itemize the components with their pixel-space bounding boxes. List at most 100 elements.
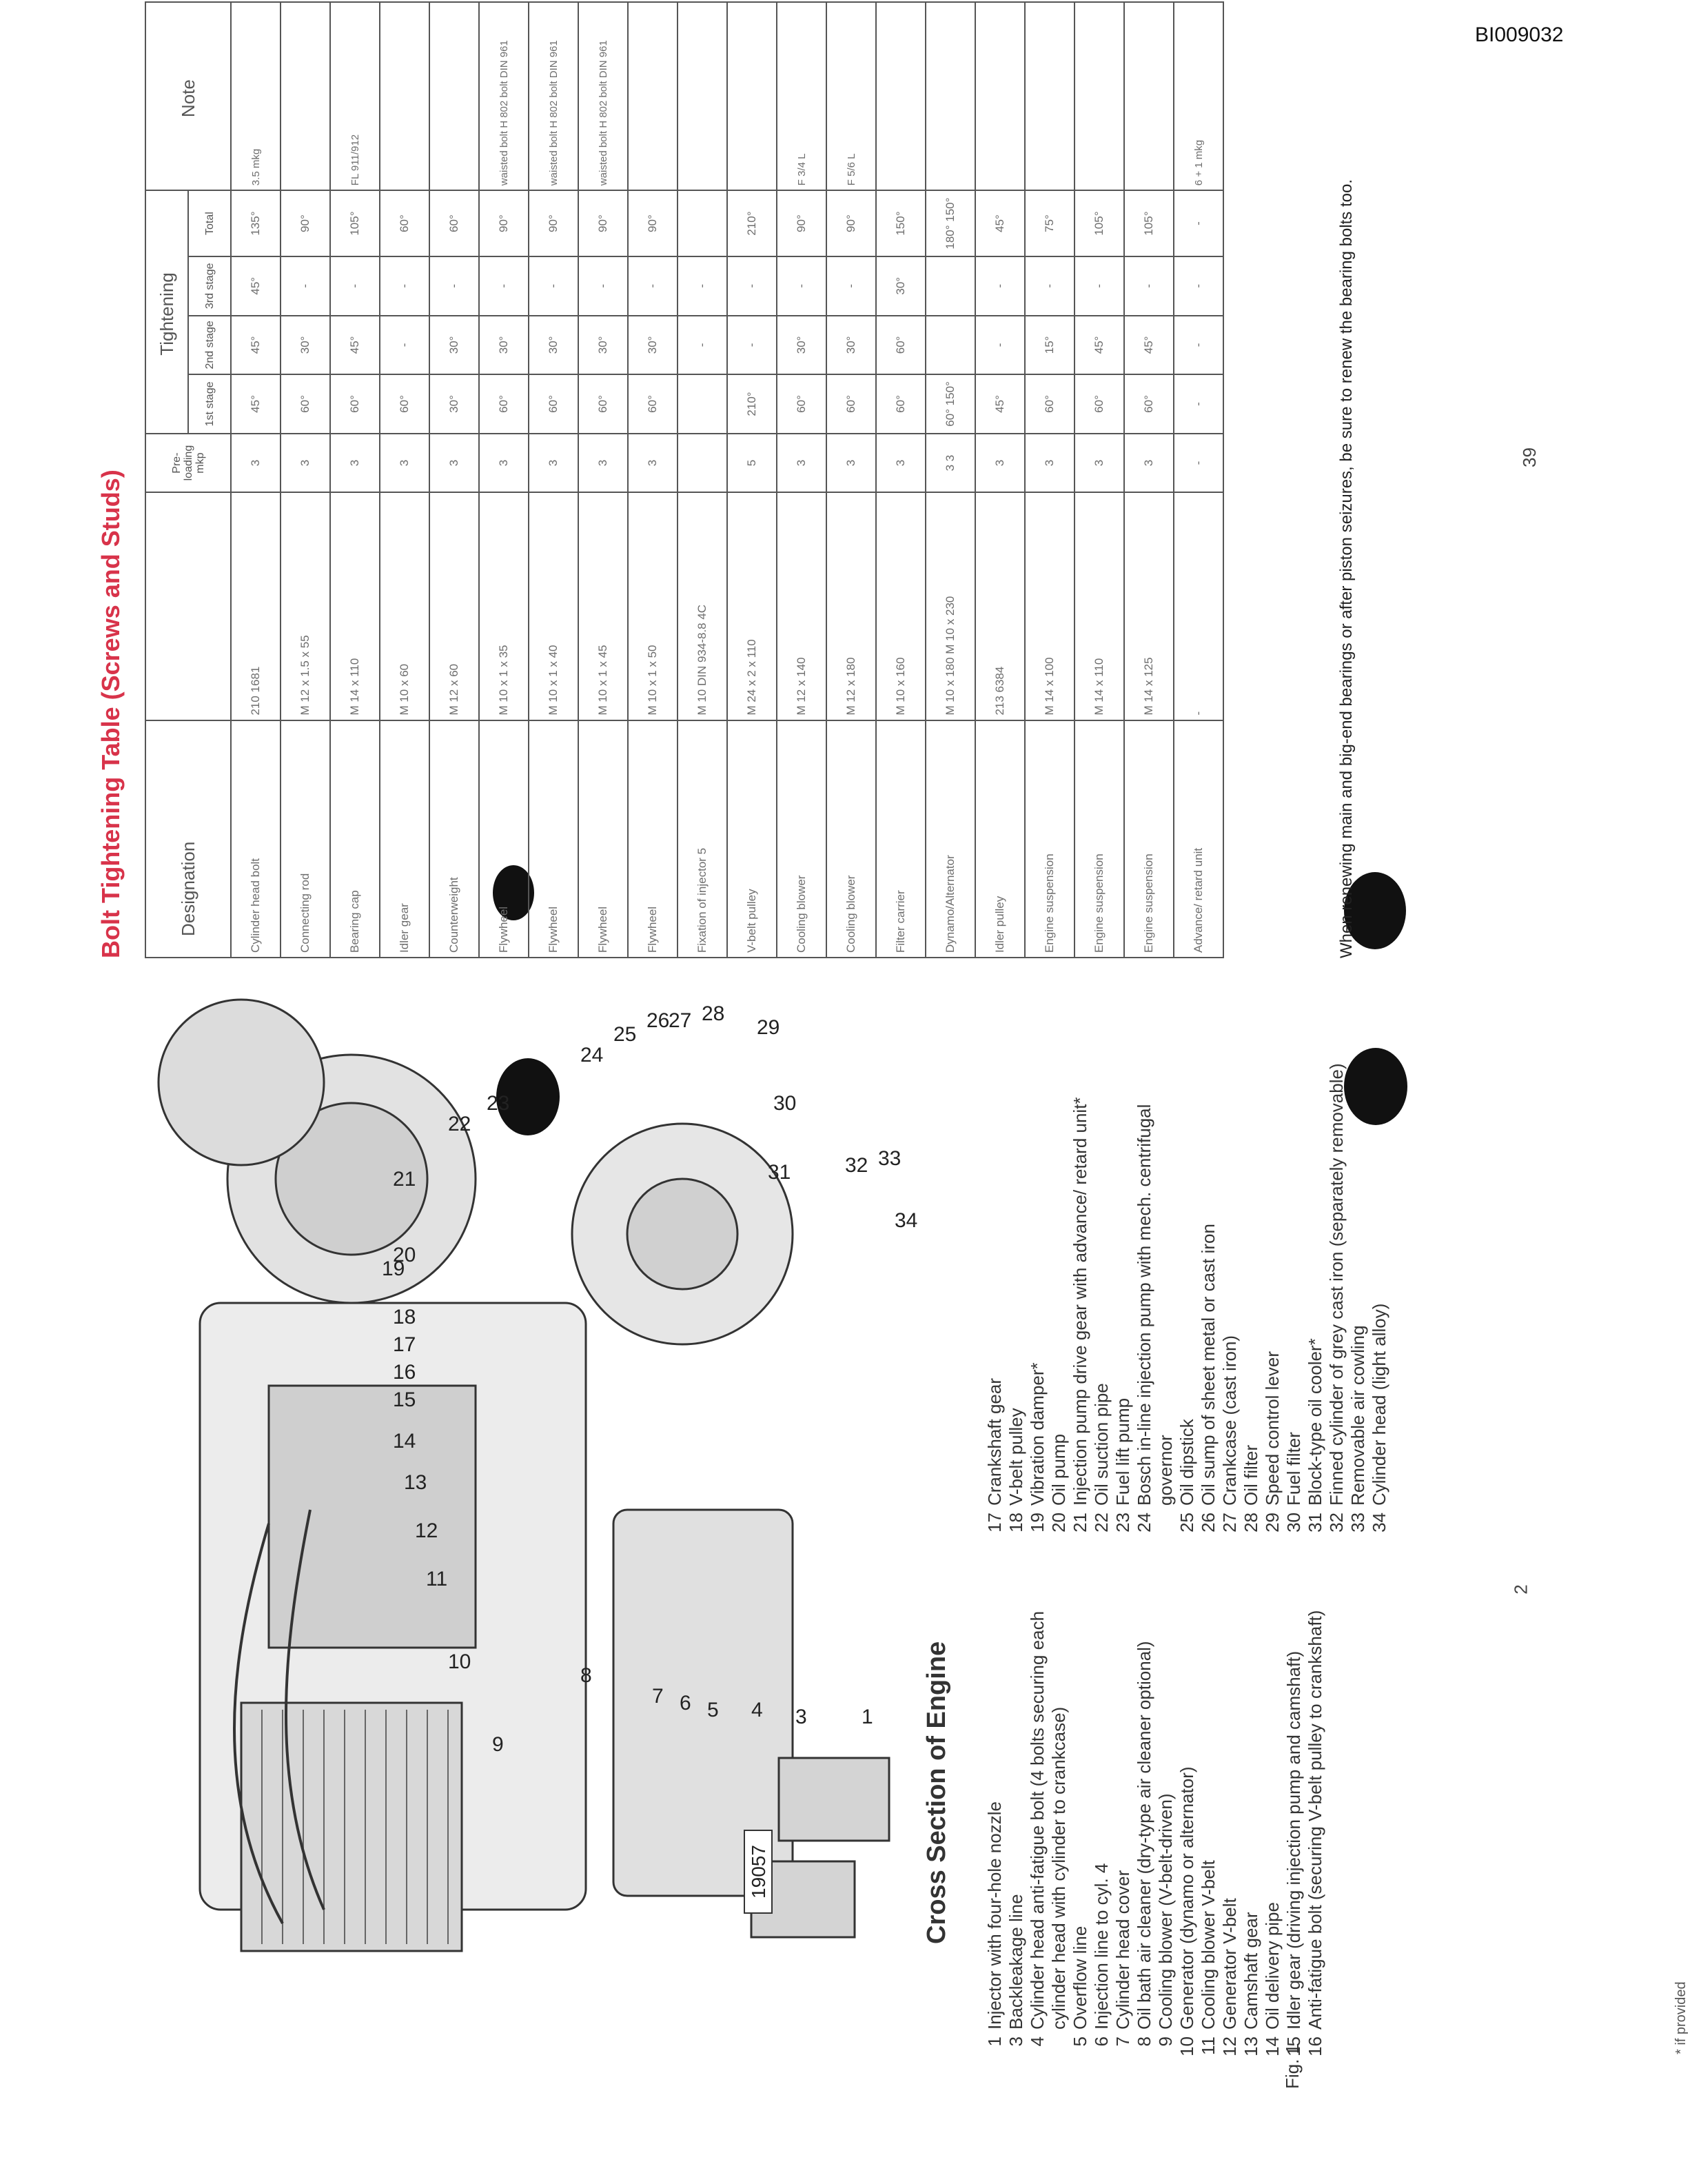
cell-note [429,2,479,191]
header-designation: Designation [145,720,231,958]
legend-item-number: 16 [1305,2036,1325,2056]
cell-designation: Fixation of injector 5 [678,720,727,958]
cell-size: M 10 x 60 [380,492,429,720]
cell-total: 90° [281,190,330,256]
figure-callout: 10 [448,1650,471,1673]
cell-stage3: - [1124,256,1174,316]
cell-preloading: 3 [330,433,380,493]
cell-note [281,2,330,191]
punch-hole-2 [1344,1048,1407,1125]
cell-stage2: - [678,315,727,375]
legend-item-text: Idler gear (driving injection pump and c… [1283,1650,1304,2030]
legend-item-text: Injection line to cyl. 4 [1091,1863,1112,2030]
cell-total: 90° [628,190,678,256]
legend-item-text: Oil pump [1048,1433,1069,1506]
cell-stage2: - [1174,315,1223,375]
cell-designation: Idler gear [380,720,429,958]
legend-item-number: 5 [1070,2036,1090,2047]
cell-stage2: - [727,315,777,375]
legend-item-text: Oil bath air cleaner (dry-type air clean… [1134,1641,1154,2030]
header-stage2: 2nd stage [188,315,231,375]
cell-designation: Dynamo/Alternator [926,720,975,958]
legend-item: 29 Speed control lever [1262,1055,1283,1537]
figure-callout: 18 [393,1306,416,1328]
cell-stage2: 45° [1124,315,1174,375]
legend-item-number: 19 [1027,1513,1048,1533]
cell-designation: Cooling blower [826,720,876,958]
cell-preloading: 3 [628,433,678,493]
cell-stage3: - [727,256,777,316]
legend-item-text: Speed control lever [1262,1351,1283,1506]
legend-item-number: 32 [1326,1513,1347,1533]
legend-item-text: Overflow line [1070,1925,1090,2030]
cell-size: M 10 DIN 934-8.8 4C [678,492,727,720]
figure-callout: 22 [448,1113,471,1135]
cell-note: 6 + 1 mkg [1174,2,1223,191]
cell-stage2 [926,315,975,375]
cell-designation: Cylinder head bolt [231,720,281,958]
legend-item-number: 18 [1006,1513,1026,1533]
cell-stage3: - [429,256,479,316]
cell-preloading: 3 [479,433,529,493]
figure-callout: 5 [707,1699,719,1721]
legend-item-number: 21 [1070,1513,1090,1533]
header-stage1: 1st stage [188,374,231,434]
header-size [145,492,231,720]
cell-stage1: 210° [727,374,777,434]
cell-preloading: 5 [727,433,777,493]
cell-stage3: - [678,256,727,316]
figure-image-id: 19057 [748,1845,769,1899]
cell-size: M 12 x 140 [777,492,826,720]
cell-designation: V-belt pulley [727,720,777,958]
cell-stage1 [678,374,727,434]
header-tightening: Tightening [145,190,188,434]
figure-callout: 21 [393,1168,416,1191]
cell-preloading: 3 [975,433,1025,493]
cell-stage2: 45° [330,315,380,375]
cell-size: M 14 x 100 [1025,492,1074,720]
cell-total: 105° [1074,190,1124,256]
table-footnote: When renewing main and big-end bearings … [1337,179,1356,958]
legend-item-number: 34 [1369,1513,1389,1533]
cell-size: M 10 x 1 x 50 [628,492,678,720]
cell-size: M 14 x 110 [330,492,380,720]
cell-note [926,2,975,191]
header-stage3: 3rd stage [188,256,231,316]
cell-stage2: 30° [777,315,826,375]
figure-callout: 17 [393,1333,416,1356]
cell-total: 90° [826,190,876,256]
cell-stage1: 60° [380,374,429,434]
cell-stage1: 45° [975,374,1025,434]
cell-total: 90° [578,190,628,256]
cell-stage3: - [380,256,429,316]
cell-designation: Filter carrier [876,720,926,958]
cell-size: M 14 x 125 [1124,492,1174,720]
legend-item-number: 1 [984,2036,1005,2047]
legend-item-number: 29 [1262,1513,1283,1533]
page-number-right: 39 [1518,447,1540,467]
callout-labels: 1345678910111213141516171819202122232425… [382,1002,917,1756]
figure-callout: 28 [702,1002,724,1025]
cell-total: 90° [479,190,529,256]
legend-item-number: 9 [1155,2036,1176,2047]
legend-item-number: 14 [1262,2036,1283,2056]
cell-designation: Flywheel [529,720,578,958]
figure-callout: 16 [393,1361,416,1384]
cell-note [876,2,926,191]
cell-preloading: 3 [529,433,578,493]
